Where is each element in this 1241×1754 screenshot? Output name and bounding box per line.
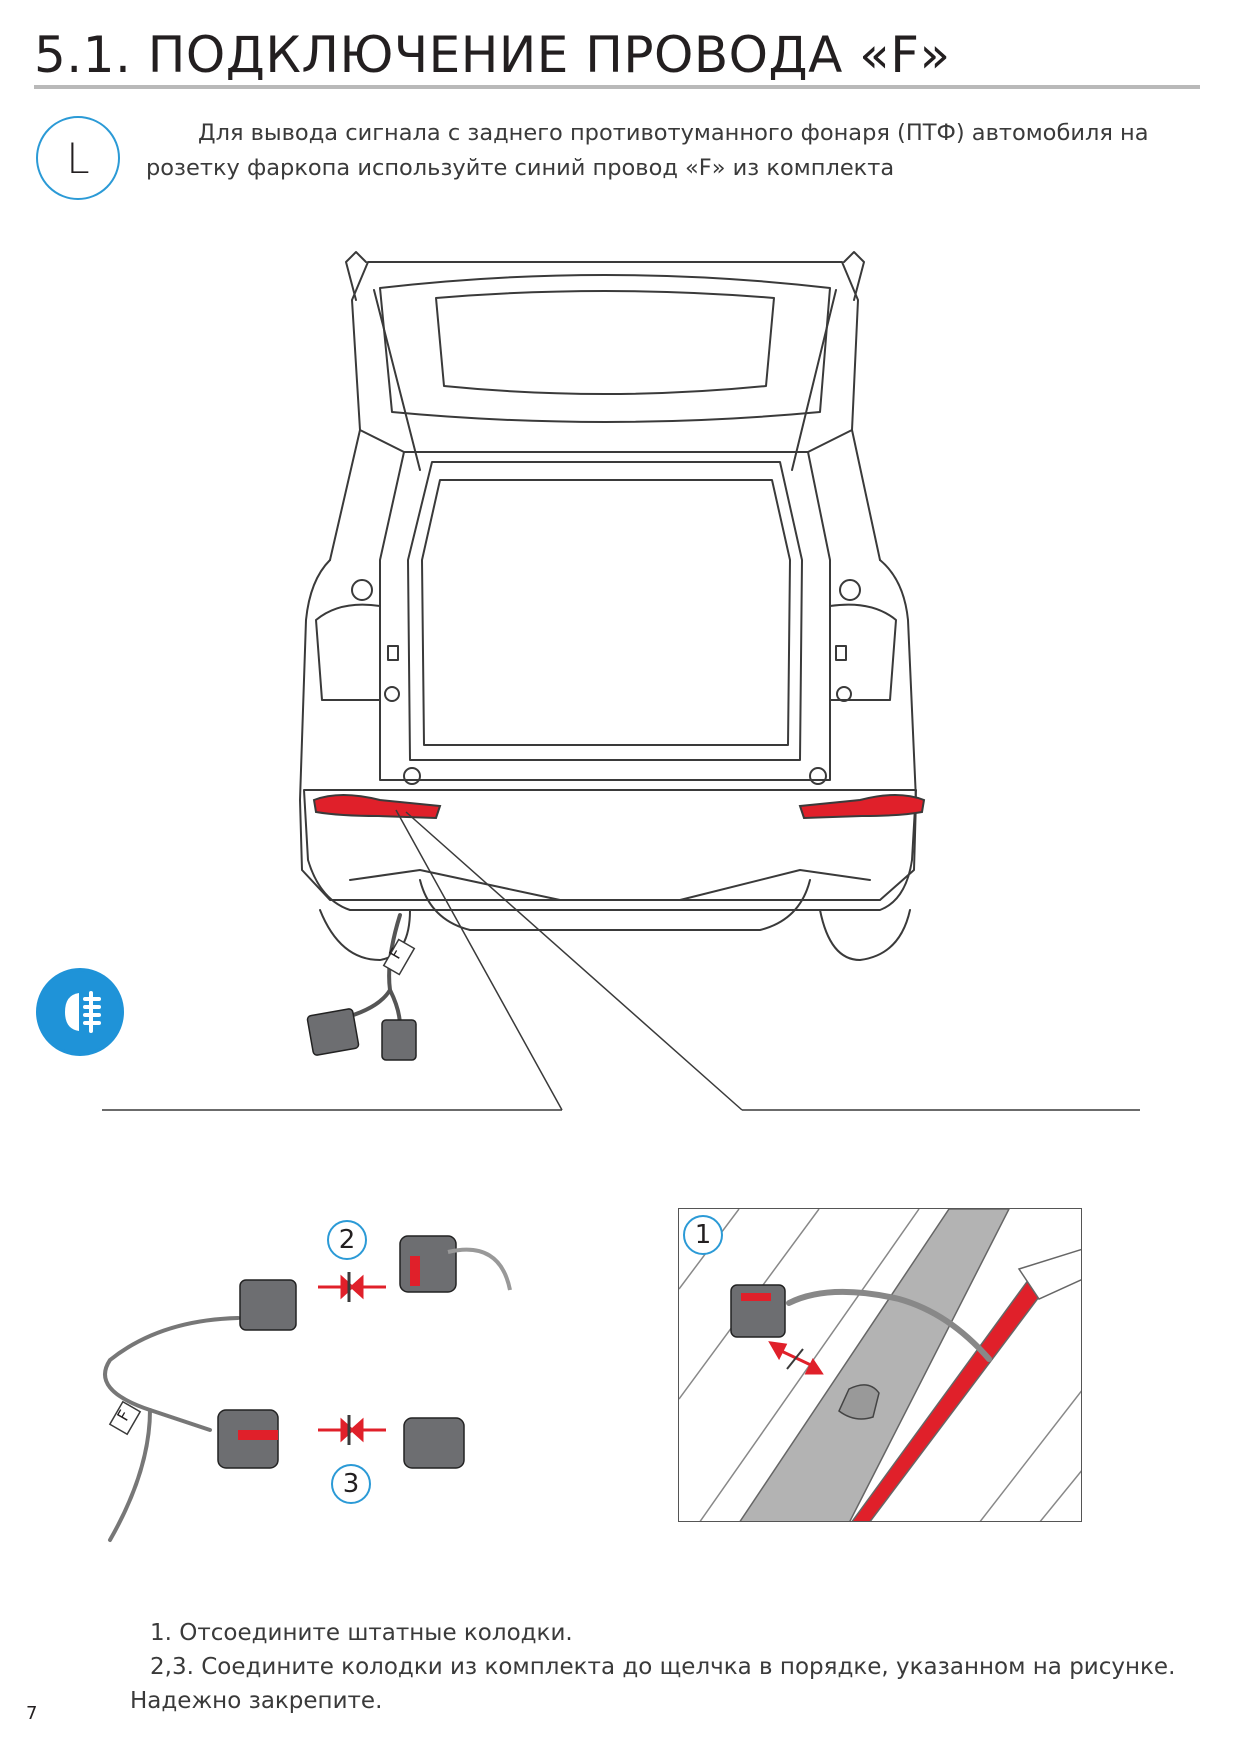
step-3-marker: 3 [331,1464,371,1504]
step-2-marker: 2 [327,1220,367,1260]
page-number: 7 [26,1703,38,1724]
rear-fog-lamp-icon [36,968,124,1056]
intro-line-1: Для вывода сигнала с заднего противотума… [198,120,1149,146]
badge-letter: L [66,133,90,183]
page-title: 5.1. ПОДКЛЮЧЕНИЕ ПРОВОДА «F» [34,26,951,84]
intro-line-2: розетку фаркопа используйте синий провод… [146,155,895,181]
step-1-label: 1 [694,1220,712,1250]
intro-text: Для вывода сигнала с заднего противотума… [146,116,1152,186]
section-badge: L [36,116,120,200]
detail-frame: 1 [678,1208,1082,1522]
instruction-line-3: Надежно закрепите. [130,1688,383,1714]
title-rule [34,85,1200,89]
instruction-line-1: 1. Отсоедините штатные колодки. [150,1620,573,1646]
instruction-line-2: 2,3. Соедините колодки из комплекта до щ… [150,1654,1176,1680]
step-2-label: 2 [338,1225,356,1255]
step-1-marker: 1 [683,1215,723,1255]
tail-light-detail-illustration [679,1209,1081,1521]
step-3-label: 3 [342,1469,360,1499]
